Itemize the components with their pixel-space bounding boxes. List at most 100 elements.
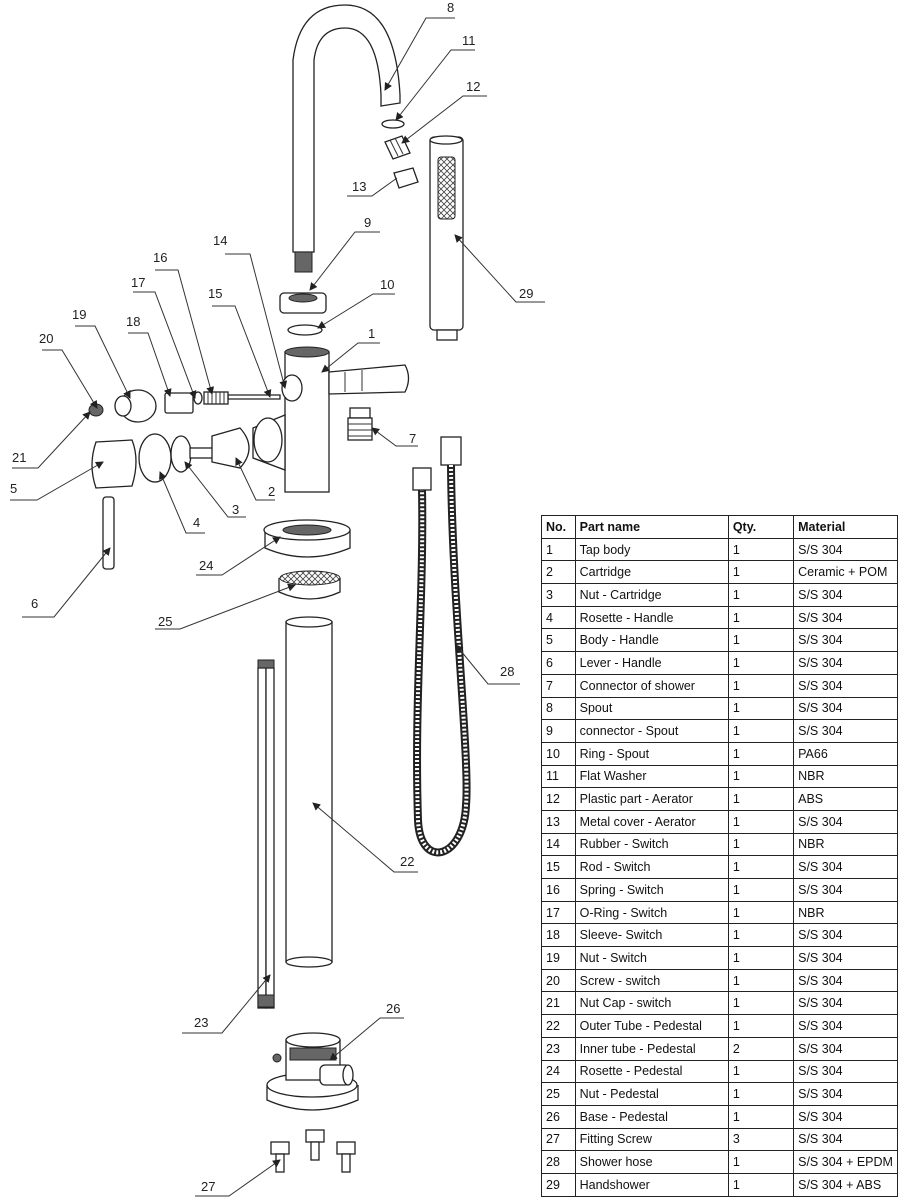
cell-no: 4 xyxy=(541,605,576,630)
cell-part-name: Rosette - Pedestal xyxy=(574,1059,729,1084)
cell-part-name: Nut - Cartridge xyxy=(574,583,729,607)
cell-qty: 1 xyxy=(727,855,795,879)
callout-21: 21 xyxy=(12,450,26,465)
cell-part-name: Outer Tube - Pedestal xyxy=(574,1014,729,1038)
part-outer-tube xyxy=(285,616,333,968)
cell-qty: 1 xyxy=(727,968,795,993)
callout-16: 16 xyxy=(153,250,167,265)
part-pedestal-nut xyxy=(278,570,341,600)
cell-qty: 2 xyxy=(727,1036,795,1061)
cell-no: 15 xyxy=(541,855,576,879)
callout-23: 23 xyxy=(194,1015,208,1030)
cell-part-name: Handshower xyxy=(574,1172,729,1197)
callout-4: 4 xyxy=(193,515,200,530)
cell-part-name: connector - Spout xyxy=(574,719,729,743)
cell-no: 19 xyxy=(541,946,576,970)
cell-part-name: Rod - Switch xyxy=(574,855,729,879)
cell-part-name: Lever - Handle xyxy=(574,651,729,675)
cell-no: 22 xyxy=(541,1014,576,1038)
cell-part-name: Base - Pedestal xyxy=(574,1104,729,1129)
cell-material: S/S 304 xyxy=(793,991,898,1016)
cell-qty: 1 xyxy=(727,719,795,743)
cell-material: S/S 304 xyxy=(793,1014,898,1038)
cell-qty: 1 xyxy=(727,787,795,811)
part-tap-body xyxy=(252,346,410,493)
callout-8: 8 xyxy=(447,0,454,15)
part-switch-assembly xyxy=(88,389,281,423)
cell-material: S/S 304 xyxy=(793,583,898,607)
cell-part-name: Flat Washer xyxy=(574,764,729,789)
cell-part-name: Rubber - Switch xyxy=(574,832,729,857)
callout-12: 12 xyxy=(466,79,480,94)
cell-no: 26 xyxy=(541,1104,576,1129)
callout-26: 26 xyxy=(386,1001,400,1016)
cell-material: S/S 304 xyxy=(793,537,898,562)
part-pedestal-rosette xyxy=(263,519,351,558)
cell-part-name: Body - Handle xyxy=(574,628,729,653)
cell-material: S/S 304 xyxy=(793,878,898,902)
cell-no: 17 xyxy=(541,900,576,925)
callout-7: 7 xyxy=(409,431,416,446)
cell-qty: 1 xyxy=(727,900,795,925)
cell-part-name: Rosette - Handle xyxy=(574,605,729,630)
cell-material: Ceramic + POM xyxy=(793,560,898,585)
cell-part-name: Ring - Spout xyxy=(574,741,729,766)
cell-material: NBR xyxy=(793,900,898,925)
part-handshower xyxy=(429,135,464,341)
callout-22: 22 xyxy=(400,854,414,869)
callout-9: 9 xyxy=(364,215,371,230)
cell-qty: 1 xyxy=(727,878,795,902)
callout-18: 18 xyxy=(126,314,140,329)
cell-material: S/S 304 xyxy=(793,946,898,970)
cell-qty: 1 xyxy=(727,809,795,834)
cell-qty: 1 xyxy=(727,1014,795,1038)
callout-10: 10 xyxy=(380,277,394,292)
part-shower-hose xyxy=(412,436,471,857)
part-spout-connector xyxy=(279,292,327,314)
callout-15: 15 xyxy=(208,286,222,301)
cell-material: S/S 304 xyxy=(793,809,898,834)
cell-qty: 1 xyxy=(727,628,795,653)
cell-material: S/S 304 xyxy=(793,673,898,698)
cell-no: 13 xyxy=(541,809,576,834)
cell-material: S/S 304 xyxy=(793,1059,898,1084)
cell-no: 12 xyxy=(541,787,576,811)
header-no: No. xyxy=(541,515,576,539)
cell-qty: 1 xyxy=(727,832,795,857)
header-part-name: Part name xyxy=(574,515,729,539)
callout-25: 25 xyxy=(158,614,172,629)
header-qty: Qty. xyxy=(727,515,795,539)
cell-no: 20 xyxy=(541,968,576,993)
cell-material: S/S 304 xyxy=(793,628,898,653)
callout-11: 11 xyxy=(462,33,476,48)
cell-part-name: Fitting Screw xyxy=(574,1127,729,1152)
cell-qty: 3 xyxy=(727,1127,795,1152)
cell-qty: 1 xyxy=(727,605,795,630)
part-shower-connector xyxy=(347,407,373,441)
cell-no: 18 xyxy=(541,923,576,948)
callout-2: 2 xyxy=(268,484,275,499)
cell-no: 9 xyxy=(541,719,576,743)
cell-no: 24 xyxy=(541,1059,576,1084)
cell-qty: 1 xyxy=(727,583,795,607)
leader-lines xyxy=(10,17,545,1197)
cell-material: S/S 304 xyxy=(793,968,898,993)
